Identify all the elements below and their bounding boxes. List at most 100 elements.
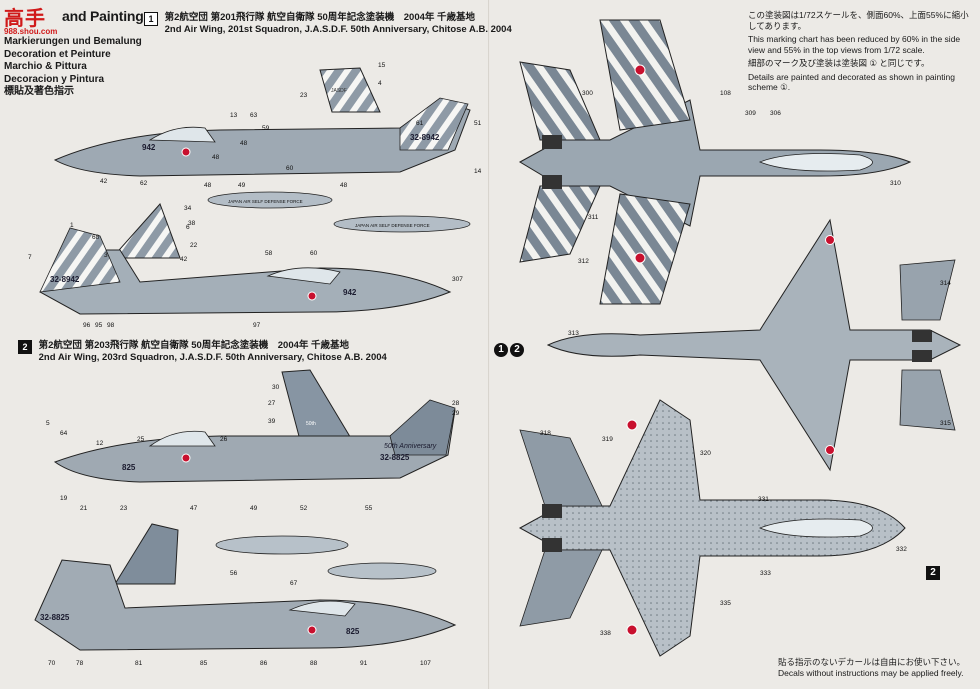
callout: 81 (135, 660, 143, 667)
callout: 300 (582, 90, 593, 97)
callout: 48 (340, 182, 348, 189)
callout: 52 (300, 505, 308, 512)
s1-drop-tank-2: JAPAN AIR SELF DEFENSE FORCE (333, 215, 471, 233)
callout: 306 (770, 110, 781, 117)
callout: 14 (474, 168, 482, 175)
callout: 59 (262, 125, 270, 132)
s1-tail-fin-top: JASDF (319, 67, 381, 113)
s2-nose-number: 825 (122, 463, 136, 472)
callout: 58 (265, 250, 273, 257)
scheme-1-jp: 第2航空団 第201飛行隊 航空自衛隊 50周年記念塗装機 2004年 千歳基地 (164, 12, 476, 23)
callout: 314 (940, 280, 951, 287)
callout: 60 (286, 165, 294, 172)
callout: 22 (190, 242, 198, 249)
callout: 313 (568, 330, 579, 337)
callout: 25 (137, 436, 145, 443)
subtitle-it: Marchio & Pittura (4, 61, 87, 72)
s2-anniv-text: 50th Anniversary (384, 443, 437, 450)
callout: 48 (204, 182, 212, 189)
scheme-2-box: 2 (926, 566, 940, 580)
s1-side-profile-a: 942 32-8942 (53, 97, 471, 177)
callout: 60 (310, 250, 318, 257)
scheme-1-heading: 1 第2航空団 第201飛行隊 航空自衛隊 50周年記念塗装機 2004年 千歳… (144, 12, 512, 36)
callout: 6 (186, 224, 190, 231)
callout: 331 (758, 496, 769, 503)
s1b-nose-number: 942 (343, 288, 357, 297)
callout: 91 (360, 660, 368, 667)
callout: 97 (253, 322, 261, 329)
s2-drop-tank-1 (215, 535, 349, 555)
callout: 1 (70, 222, 74, 229)
s1-top-view (518, 19, 912, 305)
callout: 30 (272, 384, 280, 391)
callout: 62 (140, 180, 148, 187)
callout: 34 (184, 205, 192, 212)
callout: 47 (190, 505, 198, 512)
callout: 309 (745, 110, 756, 117)
callout: 333 (760, 570, 771, 577)
callout: 68 (92, 234, 100, 241)
footer-notes: 貼る指示のないデカールは自由にお使い下さい。 Decals without in… (778, 657, 978, 679)
callout: 28 (452, 400, 460, 407)
callout: 19 (60, 495, 68, 502)
callout: 95 (95, 322, 103, 329)
callout: 7 (28, 254, 32, 261)
s2-tail-fin-b (114, 523, 179, 585)
callout: 319 (602, 436, 613, 443)
callout: 88 (310, 660, 318, 667)
watermark-logo: 高手 988.shou.com (4, 8, 57, 36)
subtitle-de: Markierungen und Bemalung (4, 36, 142, 47)
callout: 63 (250, 112, 258, 119)
s2-tail-code: 32-8825 (380, 453, 410, 462)
note-en-1: This marking chart has been reduced by 6… (748, 34, 961, 55)
callout: 85 (200, 660, 208, 667)
callout: 13 (230, 112, 238, 119)
callout: 23 (120, 505, 128, 512)
callout: 49 (238, 182, 246, 189)
s1-tail-code: 32-8942 (410, 133, 440, 142)
page-fold (488, 0, 490, 689)
callout: 107 (420, 660, 431, 667)
callout: 5 (46, 420, 50, 427)
title-block: and Painting (62, 8, 144, 24)
callout: 39 (268, 418, 276, 425)
scheme-2-number: 2 (18, 340, 32, 354)
callout: 67 (290, 580, 298, 587)
s1b-tail-code: 32-8942 (50, 275, 80, 284)
svg-text:50th: 50th (306, 421, 316, 427)
note-jp-1: この塗装図は1/72スケールを、側面60%、上面55%に縮小してあります。 (748, 10, 969, 31)
callout: 21 (80, 505, 88, 512)
footer-en: Decals without instructions may be appli… (778, 668, 964, 678)
callout: 320 (700, 450, 711, 457)
page-title: and Painting (62, 8, 144, 24)
footer-jp: 貼る指示のないデカールは自由にお使い下さい。 (778, 657, 966, 667)
subtitle-fr: Decoration et Peinture (4, 48, 111, 60)
scheme-1-number: 1 (144, 12, 158, 26)
callout: 86 (260, 660, 268, 667)
callout: 42 (100, 178, 108, 185)
callout: 55 (365, 505, 373, 512)
scheme-badge-pair: 1 2 (494, 343, 524, 357)
s1-drop-tank-1: JAPAN AIR SELF DEFENSE FORCE (207, 191, 333, 209)
callout: 307 (452, 276, 463, 283)
callout: 51 (474, 120, 482, 127)
s2-drop-tank-2 (327, 562, 437, 580)
tank-2-text: JAPAN AIR SELF DEFENSE FORCE (355, 223, 430, 228)
callout: 338 (600, 630, 611, 637)
callout: 29 (452, 410, 460, 417)
scheme-2-heading: 2 第2航空団 第203飛行隊 航空自衛隊 50周年記念塗装機 2004年 千歳… (18, 340, 387, 364)
callout: 26 (220, 436, 228, 443)
callout: 108 (720, 90, 731, 97)
scheme-2-en: 2nd Air Wing, 203rd Squadron, J.A.S.D.F.… (38, 352, 387, 363)
callout: 98 (107, 322, 115, 329)
s2-side-profile-a: 825 32-8825 50th Anniversary (53, 399, 456, 483)
callout: 318 (540, 430, 551, 437)
callout: 56 (230, 570, 238, 577)
callout: 48 (212, 154, 220, 161)
callout: 312 (578, 258, 589, 265)
s1-nose-number: 942 (142, 143, 156, 152)
callout: 310 (890, 180, 901, 187)
callout: 64 (60, 430, 68, 437)
